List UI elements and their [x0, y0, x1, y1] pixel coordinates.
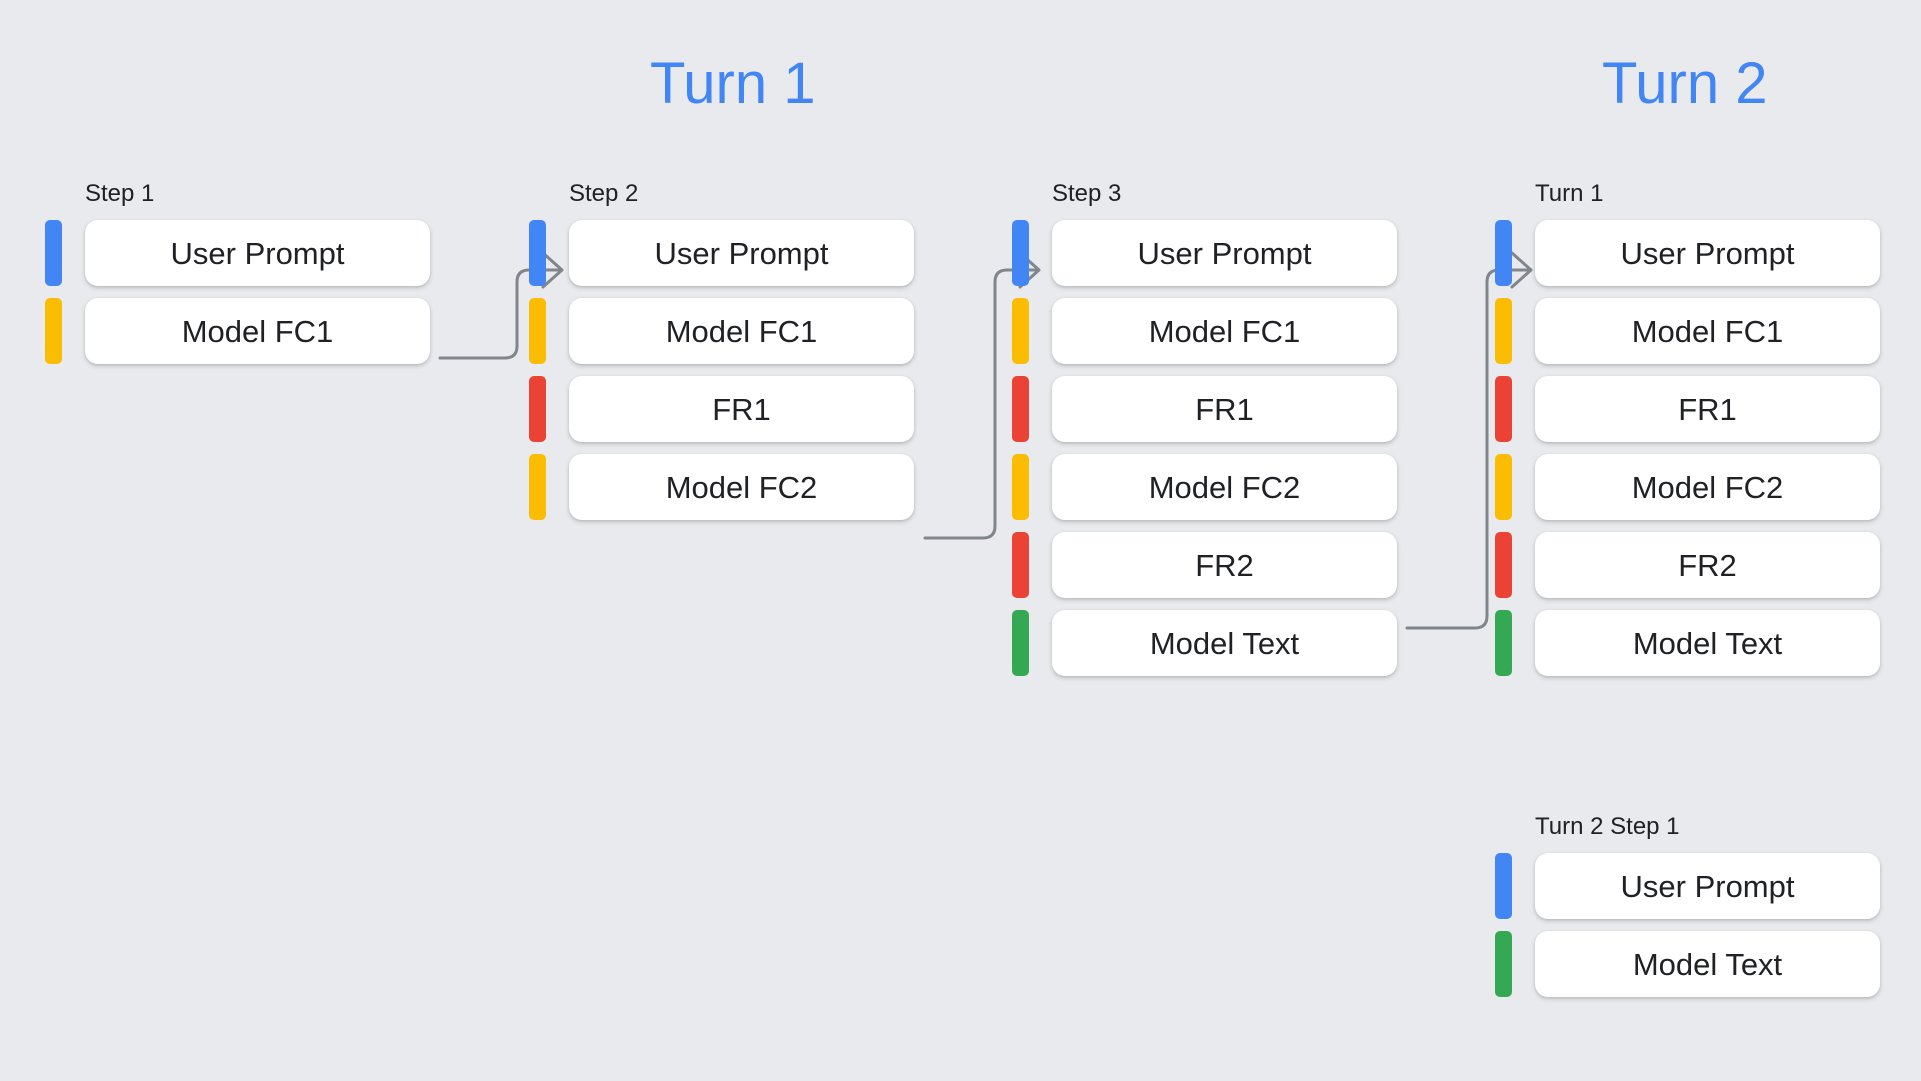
model-text-color-bar-icon	[1495, 610, 1512, 676]
card-row[interactable]: FR2	[1012, 532, 1397, 598]
card-row[interactable]: Model Text	[1495, 931, 1880, 997]
card-user-prompt[interactable]: User Prompt	[85, 220, 430, 286]
function-response-color-bar-icon	[529, 376, 546, 442]
card-function-response[interactable]: FR1	[1052, 376, 1397, 442]
card-model-function-call[interactable]: Model FC2	[569, 454, 914, 520]
turn-1-title: Turn 1	[650, 51, 816, 116]
card-function-response[interactable]: FR1	[1535, 376, 1880, 442]
card-model-function-call[interactable]: Model FC1	[85, 298, 430, 364]
card-row[interactable]: Model Text	[1495, 610, 1880, 676]
card-row[interactable]: Model FC2	[1012, 454, 1397, 520]
card-row[interactable]: Model FC2	[1495, 454, 1880, 520]
turn-2-title: Turn 2	[1602, 51, 1768, 116]
card-function-response[interactable]: FR2	[1052, 532, 1397, 598]
model-function-call-color-bar-icon	[529, 298, 546, 364]
card-row[interactable]: User Prompt	[45, 220, 430, 286]
card-user-prompt[interactable]: User Prompt	[1535, 220, 1880, 286]
card-row[interactable]: User Prompt	[1495, 220, 1880, 286]
card-user-prompt[interactable]: User Prompt	[1052, 220, 1397, 286]
card-function-response[interactable]: FR2	[1535, 532, 1880, 598]
card-row[interactable]: FR2	[1495, 532, 1880, 598]
card-row[interactable]: FR1	[1012, 376, 1397, 442]
card-model-function-call[interactable]: Model FC2	[1535, 454, 1880, 520]
card-row[interactable]: User Prompt	[1012, 220, 1397, 286]
function-response-color-bar-icon	[1495, 376, 1512, 442]
user-prompt-color-bar-icon	[529, 220, 546, 286]
step-label-turn-1: Turn 1	[1535, 180, 1604, 207]
card-model-function-call[interactable]: Model FC1	[1535, 298, 1880, 364]
card-row[interactable]: Model FC1	[529, 298, 914, 364]
card-row[interactable]: Model FC1	[1495, 298, 1880, 364]
function-response-color-bar-icon	[1495, 532, 1512, 598]
model-function-call-color-bar-icon	[1012, 298, 1029, 364]
card-model-text[interactable]: Model Text	[1535, 931, 1880, 997]
model-text-color-bar-icon	[1495, 931, 1512, 997]
model-function-call-color-bar-icon	[1495, 454, 1512, 520]
function-response-color-bar-icon	[1012, 376, 1029, 442]
card-user-prompt[interactable]: User Prompt	[1535, 853, 1880, 919]
card-model-text[interactable]: Model Text	[1535, 610, 1880, 676]
card-model-function-call[interactable]: Model FC2	[1052, 454, 1397, 520]
card-row[interactable]: FR1	[1495, 376, 1880, 442]
card-model-text[interactable]: Model Text	[1052, 610, 1397, 676]
card-row[interactable]: Model FC1	[45, 298, 430, 364]
model-text-color-bar-icon	[1012, 610, 1029, 676]
card-row[interactable]: FR1	[529, 376, 914, 442]
card-function-response[interactable]: FR1	[569, 376, 914, 442]
model-function-call-color-bar-icon	[1495, 298, 1512, 364]
user-prompt-color-bar-icon	[1495, 853, 1512, 919]
user-prompt-color-bar-icon	[1012, 220, 1029, 286]
card-row[interactable]: User Prompt	[529, 220, 914, 286]
user-prompt-color-bar-icon	[1495, 220, 1512, 286]
card-row[interactable]: User Prompt	[1495, 853, 1880, 919]
step-label-2: Step 2	[569, 180, 639, 207]
card-row[interactable]: Model FC1	[1012, 298, 1397, 364]
step-label-turn-2-step-1: Turn 2 Step 1	[1535, 813, 1680, 840]
model-function-call-color-bar-icon	[45, 298, 62, 364]
user-prompt-color-bar-icon	[45, 220, 62, 286]
card-user-prompt[interactable]: User Prompt	[569, 220, 914, 286]
function-response-color-bar-icon	[1012, 532, 1029, 598]
card-row[interactable]: Model Text	[1012, 610, 1397, 676]
card-model-function-call[interactable]: Model FC1	[1052, 298, 1397, 364]
model-function-call-color-bar-icon	[529, 454, 546, 520]
step-label-3: Step 3	[1052, 180, 1122, 207]
step-label-1: Step 1	[85, 180, 155, 207]
card-row[interactable]: Model FC2	[529, 454, 914, 520]
card-model-function-call[interactable]: Model FC1	[569, 298, 914, 364]
model-function-call-color-bar-icon	[1012, 454, 1029, 520]
